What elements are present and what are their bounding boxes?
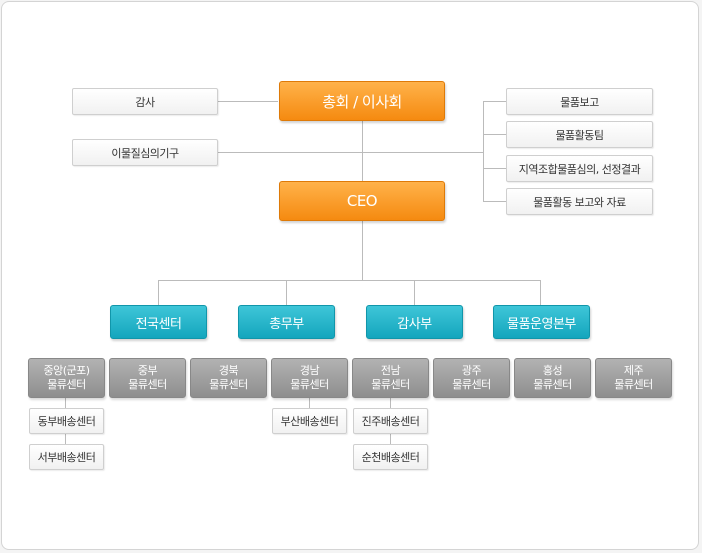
- department-box: 물품운영본부: [493, 305, 590, 339]
- department-label: 총무부: [269, 316, 304, 332]
- delivery-center-label: 진주배송센터: [361, 415, 420, 428]
- delivery-center-box: 순천배송센터: [353, 444, 428, 470]
- logistics-center-box: 광주 물류센터: [433, 358, 510, 398]
- right-item-label: 물품보고: [560, 95, 599, 109]
- right-item-box: 물품활동팀: [506, 121, 653, 148]
- logistics-center-box: 경남 물류센터: [271, 358, 348, 398]
- logistics-center-line1: 경남: [299, 364, 320, 377]
- right-item-box: 물품보고: [506, 88, 653, 115]
- department-label: 전국센터: [135, 316, 182, 332]
- logistics-center-line2: 물류센터: [290, 378, 329, 391]
- delivery-center-label: 서부배송센터: [37, 451, 96, 464]
- logistics-center-line1: 중부: [137, 364, 158, 377]
- right-item-label: 물품활동 보고와 자료: [533, 195, 626, 209]
- delivery-center-label: 부산배송센터: [280, 415, 339, 428]
- department-label: 물품운영본부: [507, 316, 576, 332]
- delivery-center-box: 진주배송센터: [353, 408, 428, 434]
- logistics-center-box: 홍성 물류센터: [514, 358, 591, 398]
- logistics-center-box: 제주 물류센터: [595, 358, 672, 398]
- logistics-center-line1: 홍성: [542, 364, 563, 377]
- right-item-label: 물품활동팀: [555, 128, 604, 142]
- department-box: 총무부: [238, 305, 335, 339]
- delivery-center-box: 서부배송센터: [29, 444, 104, 470]
- logistics-center-line1: 전남: [380, 364, 401, 377]
- logistics-center-line1: 경북: [218, 364, 239, 377]
- logistics-center-line2: 물류센터: [209, 378, 248, 391]
- logistics-center-box: 경북 물류센터: [190, 358, 267, 398]
- logistics-center-box: 중앙(군포) 물류센터: [28, 358, 105, 398]
- right-item-box: 물품활동 보고와 자료: [506, 188, 653, 215]
- logistics-center-line1: 광주: [461, 364, 482, 377]
- department-box: 전국센터: [110, 305, 207, 339]
- department-label: 감사부: [397, 316, 432, 332]
- delivery-center-label: 순천배송센터: [361, 451, 420, 464]
- delivery-center-label: 동부배송센터: [37, 415, 96, 428]
- committee-box: 이물질심의기구: [72, 139, 218, 166]
- audit-box: 감사: [72, 88, 218, 115]
- right-item-label: 지역조합물품심의, 선정결과: [518, 162, 641, 176]
- delivery-center-box: 부산배송센터: [272, 408, 347, 434]
- audit-label: 감사: [135, 95, 155, 109]
- logistics-center-line2: 물류센터: [128, 378, 167, 391]
- committee-label: 이물질심의기구: [111, 146, 179, 160]
- logistics-center-line1: 제주: [623, 364, 644, 377]
- right-item-box: 지역조합물품심의, 선정결과: [506, 155, 653, 182]
- logistics-center-box: 전남 물류센터: [352, 358, 429, 398]
- logistics-center-line2: 물류센터: [371, 378, 410, 391]
- delivery-center-box: 동부배송센터: [29, 408, 104, 434]
- logistics-center-line2: 물류센터: [47, 378, 86, 391]
- department-box: 감사부: [366, 305, 463, 339]
- ceo-box: CEO: [279, 181, 445, 221]
- ceo-label: CEO: [346, 192, 378, 210]
- logistics-center-line1: 중앙(군포): [43, 364, 90, 377]
- board-box: 총회 / 이사회: [279, 81, 445, 121]
- board-label: 총회 / 이사회: [322, 92, 402, 111]
- logistics-center-box: 중부 물류센터: [109, 358, 186, 398]
- logistics-center-line2: 물류센터: [614, 378, 653, 391]
- logistics-center-line2: 물류센터: [533, 378, 572, 391]
- logistics-center-line2: 물류센터: [452, 378, 491, 391]
